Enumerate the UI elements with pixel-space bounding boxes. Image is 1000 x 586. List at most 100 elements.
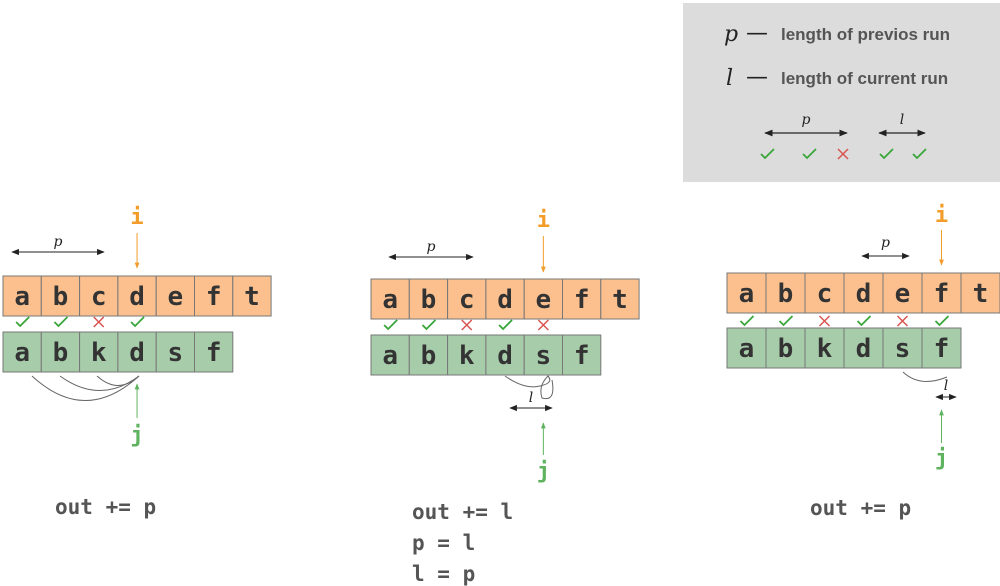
bottom-cell: [117, 331, 157, 373]
bottom-cell: [370, 334, 410, 376]
legend-l-desc: length of current run: [781, 69, 948, 88]
top-cell: [370, 278, 410, 320]
j-pointer-label: j: [935, 446, 948, 471]
j-pointer-label: j: [537, 459, 550, 484]
match-mark-cross: [896, 315, 909, 327]
bottom-cell-letter: a: [739, 334, 755, 364]
comparison-arc: [504, 375, 554, 400]
match-mark-check: [15, 316, 30, 328]
legend-p-arrow-label: p: [802, 112, 811, 128]
top-cell-letter: t: [612, 285, 628, 315]
bottom-cell-letter: s: [536, 341, 552, 371]
match-mark-check: [934, 315, 950, 327]
match-mark-cross: [461, 319, 473, 331]
j-pointer-label: j: [130, 423, 143, 448]
top-cell-letter: e: [168, 282, 184, 312]
bottom-cell-letter: d: [129, 338, 145, 368]
top-cell-letter: a: [739, 279, 755, 309]
code-line: l = p: [412, 562, 475, 586]
match-mark-check: [383, 319, 398, 331]
bottom-cell: [804, 327, 845, 369]
legend-l-arrow-label: l: [900, 112, 904, 128]
legend-l-dash: —: [746, 65, 768, 90]
legend-mark-check: [912, 148, 927, 160]
comparison-arc: [96, 375, 140, 386]
comparison-arc: [31, 375, 140, 401]
bottom-cell: [765, 327, 806, 369]
match-marks: [739, 315, 950, 327]
code-line: p = l: [412, 531, 475, 555]
match-marks: [383, 319, 549, 331]
top-cell: [523, 278, 564, 320]
top-cell-letter: d: [129, 282, 145, 312]
bottom-cell-letter: b: [421, 341, 437, 371]
legend-box: p — length of previos run l — length of …: [683, 3, 1000, 182]
top-cell-letter: e: [536, 285, 552, 315]
top-cell-letter: d: [497, 285, 513, 315]
top-cell: [843, 272, 884, 314]
legend-p-dash: —: [746, 21, 768, 46]
bottom-cell-letter: k: [817, 334, 833, 364]
bottom-cell-letter: b: [53, 338, 69, 368]
bottom-cell-letter: f: [934, 334, 950, 364]
legend-mark-check: [760, 148, 775, 160]
top-cell: [232, 275, 272, 317]
i-pointer-label: i: [130, 205, 143, 230]
top-cell: [117, 275, 157, 317]
bottom-cell: [408, 334, 449, 376]
legend-mark-check: [879, 148, 894, 160]
code-line: out += p: [810, 496, 911, 520]
top-cell: [447, 278, 487, 320]
match-marks: [15, 316, 145, 328]
match-mark-check: [498, 319, 513, 331]
bottom-cell-letter: s: [168, 338, 184, 368]
match-mark-check: [130, 316, 145, 328]
p-span-label: p: [881, 235, 890, 251]
top-cell-letter: c: [459, 285, 475, 315]
top-cell-letter: f: [934, 279, 950, 309]
top-cell: [155, 275, 195, 317]
top-cell: [804, 272, 845, 314]
bottom-cell-letter: f: [206, 338, 222, 368]
top-cell-letter: b: [53, 282, 69, 312]
top-cell-letter: c: [91, 282, 107, 312]
top-cell-letter: e: [895, 279, 911, 309]
bottom-cell: [155, 331, 195, 373]
bottom-cell: [194, 331, 234, 373]
match-mark-check: [53, 316, 69, 328]
top-cell-letter: d: [856, 279, 872, 309]
p-span-label: p: [54, 234, 63, 250]
match-mark-cross: [537, 319, 549, 331]
i-pointer-label: i: [935, 203, 948, 228]
bottom-cell-letter: a: [14, 338, 30, 368]
legend-p-desc: length of previos run: [781, 25, 950, 44]
top-cell: [408, 278, 449, 320]
i-pointer-label: i: [537, 208, 550, 233]
match-mark-cross: [93, 316, 105, 328]
top-cell: [2, 275, 42, 317]
bottom-cell: [562, 334, 602, 376]
bottom-cell: [447, 334, 487, 376]
top-cell: [960, 272, 1000, 314]
top-cell: [194, 275, 234, 317]
legend-l-symbol: l: [726, 66, 733, 91]
l-span-label: l: [529, 390, 533, 406]
bottom-cell-letter: s: [895, 334, 911, 364]
legend-p-symbol: p: [724, 22, 738, 47]
bottom-cell: [882, 327, 923, 369]
top-cell: [562, 278, 602, 320]
top-cell-letter: t: [973, 279, 989, 309]
comparison-arc: [902, 371, 948, 382]
top-cell-letter: f: [574, 285, 590, 315]
match-mark-check: [778, 315, 794, 327]
bottom-cell-letter: b: [778, 334, 794, 364]
top-cell: [600, 278, 640, 320]
